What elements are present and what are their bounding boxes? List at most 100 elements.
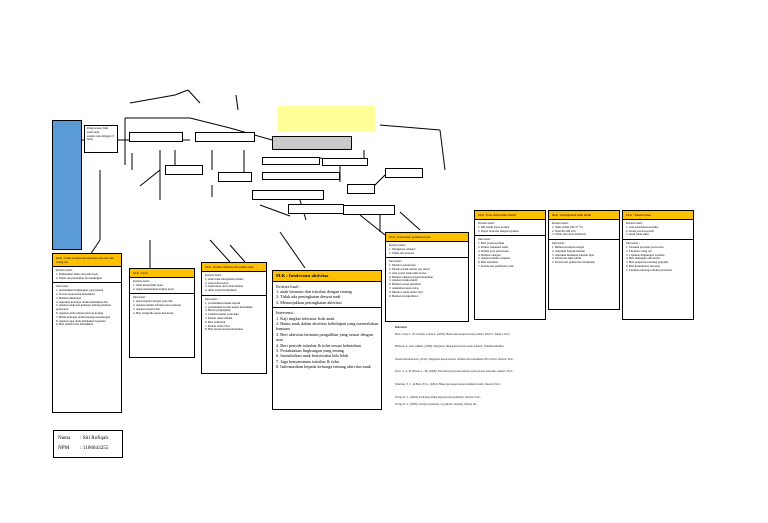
- intervention-label: Intervensi :: [626, 241, 640, 246]
- intervention-item: 4. Anjurkan keluarga untuk melibatkan di…: [56, 299, 108, 304]
- criteria-item: 2. jalan nafas bebas: [205, 280, 229, 285]
- intervention-item: 1. pertahankan lingkungan yang tenang: [56, 288, 104, 293]
- criteria-item: 2. Nadi 80-100 x/m: [552, 228, 576, 233]
- card-title: M.K : Intoleransi aktivitas: [273, 271, 381, 282]
- highlight-box: [278, 106, 375, 132]
- reference-item: Hidayat, A. Aziz Alimul. (2008). Pengant…: [395, 344, 505, 349]
- intervention-item: 3. Pantau pola pernafasan: [478, 248, 509, 253]
- criteria-item: 1. RR dalam batas normal: [478, 224, 510, 229]
- intervention-item: 3. Berikan dukungan: [56, 295, 82, 300]
- npm-label: NPM: [58, 445, 70, 451]
- criteria-label: Kriteria hasil :: [276, 283, 301, 289]
- intervention-item: 4. Lakukan kultur pada luka: [205, 312, 239, 317]
- intervention-item: 3. Beri aktivitas bermain pengalihan yan…: [276, 331, 373, 343]
- card-criteria: Kriteria hasil : 1. RR dalam batas norma…: [475, 220, 545, 237]
- intervention-label: Intervensi :: [133, 295, 147, 300]
- intervention-item: 4. Berikan oksigen: [478, 252, 501, 257]
- card-title: M.K : tidak terdapat kecemasan pada ibu …: [53, 254, 121, 267]
- card-criteria: Kriteria hasil : 1. Ada penerimaan kondi…: [623, 220, 693, 241]
- card-interventions: Intervensi : 1. Jelaskan prosedur perawa…: [623, 240, 693, 274]
- condition-line-2: pada anak: [87, 129, 100, 134]
- intervention-label: Intervensi :: [552, 241, 566, 246]
- flow-box-1: [129, 132, 183, 142]
- flow-box-4: [322, 158, 368, 166]
- reference-item: Nanda International. (2012). Diagnosis k…: [395, 356, 515, 361]
- diagnosis-card-infection-risk: M.K : Resiko infeksi pada tubuh anak Kri…: [201, 262, 267, 374]
- intervention-item: 2. Libatkan orang tua: [626, 248, 652, 253]
- diagnosis-card-fever: M.K : Peningkatan suhu tubuh Kriteria ha…: [548, 210, 620, 310]
- card-criteria: Kriteria hasil : 1. Pemenuhan tidak ada …: [53, 267, 121, 284]
- flow-box-10: [343, 205, 395, 215]
- diagnosis-card-gas-exchange: M.K : Kerusakan pertukaran gas Kriteria …: [385, 232, 469, 322]
- intervention-item: 6. Beri kesempatan bertanya: [626, 263, 661, 268]
- card-interventions: Intervensi : 1. Beri posisi nyaman 2. Pa…: [475, 236, 545, 270]
- reference-item: Betz Cecily L. & Sowden, Linda A. (2009)…: [395, 331, 511, 336]
- card-criteria: Kriteria hasil : 1. anak bermain dan ist…: [273, 282, 381, 309]
- card-interventions: Intervensi : 1. Berikan kompres hangat 2…: [549, 240, 619, 267]
- flow-box-5: [262, 172, 340, 180]
- criteria-item: 3. Tidak ada tanda dehidrasi: [552, 232, 586, 237]
- intervention-item: 6. Berikan terapi nebulizer: [389, 282, 421, 287]
- card-criteria: Kriteria hasil : 1. tidak mengalami nyer…: [130, 278, 194, 295]
- intervention-item: 6. Beri antibiotik: [205, 319, 226, 324]
- card-criteria: Kriteria hasil : 1. Oksigenasi adekuat 2…: [386, 242, 468, 259]
- intervention-item: 5. Kolaborasi pemberian antipiretik: [552, 260, 595, 265]
- intervention-label: Intervensi :: [205, 296, 219, 301]
- intervention-item: 8. Monitor tanda-tanda vital: [389, 289, 423, 294]
- intervention-item: 1. Monitor pernafasan: [389, 263, 416, 268]
- intervention-item: 5. Beri penjelasan tentang penyakit: [626, 260, 669, 265]
- card-title: M.K : Peningkatan suhu tubuh: [549, 211, 619, 220]
- npm-row: NPM: 1106043255: [58, 443, 118, 453]
- intervention-item: 2. Ajarkan teknik distraksi dan relaksas…: [133, 302, 181, 307]
- criteria-item: 2. Tidak ada peningkatan denyut nadi: [276, 294, 341, 300]
- intervention-label: Intervensi :: [276, 310, 296, 316]
- intervention-item: 1. Kaji tingkat toleransi fisik anak: [276, 315, 335, 321]
- card-interventions: Intervensi : 1. Kaji tingkat toleransi f…: [273, 308, 381, 371]
- intervention-item: 7. Kolaborasi pemberian obat: [478, 263, 514, 268]
- intervention-item: 3. Batasi pengunjung: [205, 308, 231, 313]
- references-heading: Referensi: [395, 325, 407, 329]
- intervention-label: Intervensi :: [56, 284, 70, 289]
- blue-sidebar-box: [52, 120, 82, 250]
- flow-box-12: [218, 172, 252, 182]
- intervention-item: 9. Berikan bronkodilator: [389, 293, 419, 298]
- criteria-label: Kriteria hasil :: [133, 279, 151, 283]
- name-row: Nama: Siti Rofiqah: [58, 433, 118, 443]
- card-interventions: Intervensi : 1. Monitor pernafasan 2. Mo…: [386, 258, 468, 300]
- card-interventions: Intervensi : 1. pertahankan teknik asept…: [202, 296, 266, 334]
- criteria-item: 2. Tidak ada perubahan ibu meningkat: [56, 275, 102, 280]
- intervention-item: 3. Ajarkan kontrol diri: [133, 306, 160, 311]
- diagnosis-card-fear: M.K : Takut/Cemas Kriteria hasil : 1. Ad…: [622, 210, 694, 320]
- intervention-item: 8. Informasikan kepada keluarga tentang …: [276, 364, 371, 370]
- intervention-item: 7. Libatkan keluarga dalam perawatan: [626, 267, 672, 272]
- criteria-label: Kriteria hasil :: [56, 268, 74, 272]
- criteria-item: 1. tidak mengalami nyeri: [133, 282, 163, 287]
- intervention-item: 7. Pantau tanda vital: [205, 323, 230, 328]
- card-title: M.K : nyeri: [130, 269, 194, 278]
- reference-item: Smeltzer, S. C. & Bare, B. G. (2002). Bu…: [395, 381, 501, 386]
- intervention-item: 1. Berikan kompres hangat: [552, 244, 585, 249]
- intervention-item: 5. Ajarkan batuk efektif: [389, 278, 418, 283]
- card-criteria: Kriteria hasil : 1. anak tidak mengalami…: [202, 272, 266, 296]
- intervention-label: Intervensi :: [389, 259, 403, 264]
- intervention-item: 1. Beri posisi nyaman: [478, 241, 505, 246]
- reference-item: Price, S. A. & Wilson, L. M. (2006). Pat…: [395, 369, 514, 374]
- intervention-item: 1. Jelaskan prosedur perawatan: [626, 244, 664, 249]
- intervention-item: 3. Atur posisi anak semi fowler: [389, 270, 427, 275]
- intervention-item: 4. Berikan oksigen sesuai kebutuhan: [389, 274, 433, 279]
- intervention-item: 5. Ajarkan teknik relaksasi: [478, 256, 510, 261]
- intervention-item: 5. Pantau tanda infeksi: [205, 315, 233, 320]
- flow-box-8: [347, 184, 375, 194]
- flow-box-11: [165, 165, 203, 175]
- criteria-label: Kriteria hasil :: [626, 221, 644, 225]
- intervention-item: 4. Observasi suhu tubuh: [552, 256, 581, 261]
- intervention-item: 1. kaji komplen dengan pada diri: [133, 299, 173, 304]
- intervention-item: 6. Beri nebulizer: [478, 260, 499, 265]
- intervention-item: 1. pertahankan teknik aseptik: [205, 300, 241, 305]
- criteria-item: 2. Dapat bernafas dengan nyaman: [478, 228, 519, 233]
- intervention-item: 4. Beri dukungan emosional: [626, 256, 660, 261]
- card-title: M.K : Resiko infeksi pada tubuh anak: [202, 263, 266, 272]
- intervention-item: 7. Jaga kenyamanan istirahat & tidur: [276, 358, 340, 364]
- criteria-item: 1. anak tidak mengalami infeksi: [205, 276, 244, 281]
